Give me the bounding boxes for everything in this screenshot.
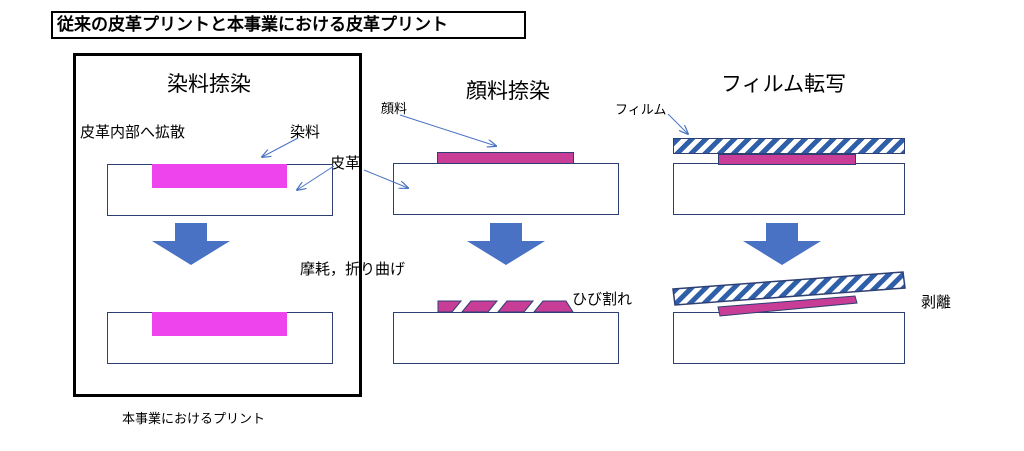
label-leather: 皮革 [330, 154, 361, 172]
pointer-dye-arrow [262, 137, 299, 157]
dye-layer-after [152, 312, 287, 336]
pointer-film-arrow [667, 113, 688, 134]
pointer-pigment-arrow [399, 114, 496, 146]
label-wear: 摩耗，折り曲げ [300, 260, 406, 278]
label-pigment: 顔料 [381, 102, 408, 117]
label-film: フィルム [615, 103, 667, 118]
down-arrow-film [743, 223, 821, 265]
highlight-frame [73, 53, 362, 397]
pigment-layer-before [437, 152, 574, 164]
leather-film-before [673, 163, 905, 215]
label-peel: 剥離 [921, 293, 952, 311]
pointer-leather-left-arrow [297, 165, 335, 190]
page-title: 従来の皮革プリントと本事業における皮革プリント [51, 11, 526, 39]
caption: 本事業におけるプリント [122, 412, 266, 427]
dye-layer-before [152, 164, 287, 188]
cracked-pigment-layer [437, 300, 574, 313]
header-film-transfer: フィルム転写 [721, 72, 847, 96]
header-dye-printing: 染料捺染 [167, 72, 251, 96]
leather-pigment-before [393, 163, 619, 215]
transfer-film-before [673, 138, 905, 154]
film-print-layer-before [718, 154, 856, 165]
header-pigment-printing: 顔料捺染 [466, 79, 550, 103]
peeled-transfer-film [672, 271, 906, 306]
down-arrow-pigment [467, 223, 545, 265]
leather-film-after [673, 312, 905, 364]
label-diffuse: 皮革内部へ拡散 [80, 123, 186, 141]
label-dye: 染料 [290, 123, 321, 141]
peeled-print-layer [717, 295, 858, 317]
pointer-leather-right-arrow [363, 169, 408, 188]
label-crack: ひび割れ [572, 290, 633, 308]
down-arrow-dye [152, 223, 230, 265]
